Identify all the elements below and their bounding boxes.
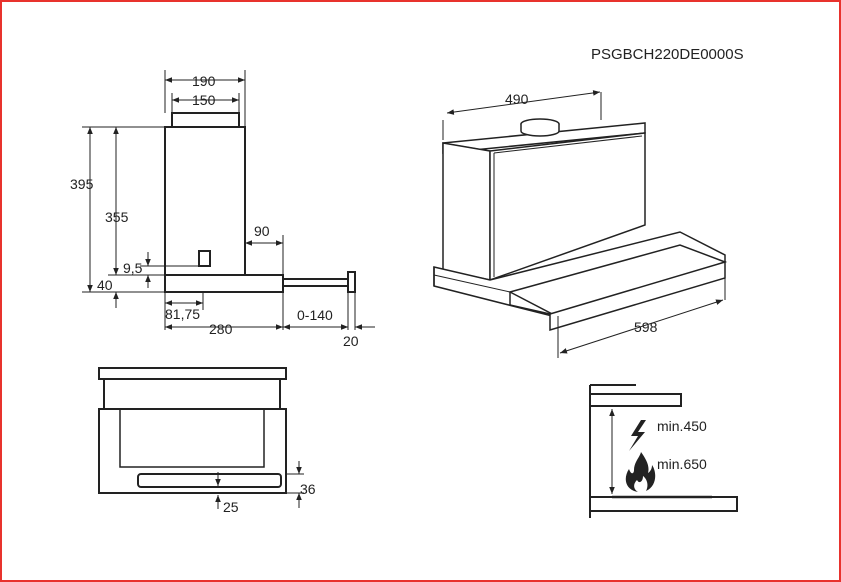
dim-36: 36 bbox=[300, 481, 316, 497]
dim-355: 355 bbox=[105, 209, 129, 225]
clearance-gas-label: min.650 bbox=[657, 456, 707, 472]
dim-90: 90 bbox=[254, 223, 270, 239]
dim-40: 40 bbox=[97, 277, 113, 293]
dim-0-140: 0-140 bbox=[297, 307, 333, 323]
lightning-icon bbox=[629, 420, 646, 451]
model-number: PSGBCH220DE0000S bbox=[591, 46, 744, 63]
dim-598: 598 bbox=[634, 319, 658, 335]
dim-81-75: 81,75 bbox=[165, 306, 200, 322]
dim-280: 280 bbox=[209, 321, 233, 337]
dim-490: 490 bbox=[505, 91, 529, 107]
dim-20: 20 bbox=[343, 333, 359, 349]
front-view bbox=[98, 367, 304, 509]
dim-395: 395 bbox=[70, 176, 94, 192]
dim-9-5: 9,5 bbox=[123, 260, 143, 276]
iso-view bbox=[433, 90, 728, 358]
flame-icon bbox=[625, 452, 656, 492]
dim-25: 25 bbox=[223, 499, 239, 515]
dim-190: 190 bbox=[192, 73, 216, 89]
side-view bbox=[82, 70, 375, 330]
clearance-electric-label: min.450 bbox=[657, 418, 707, 434]
clearance-view bbox=[589, 384, 738, 518]
dim-150: 150 bbox=[192, 92, 216, 108]
